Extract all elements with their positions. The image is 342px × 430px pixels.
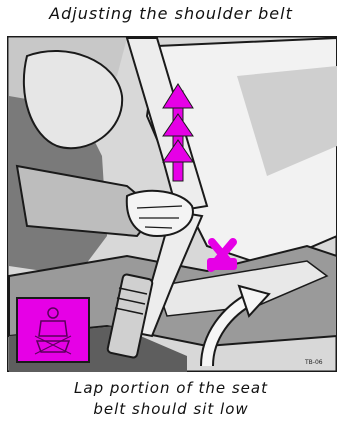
hand	[127, 191, 193, 236]
child-seat-warning-icon	[17, 298, 89, 362]
bottom-caption: Lap portion of the seat belt should sit …	[0, 378, 342, 420]
top-caption: Adjusting the shoulder belt	[0, 4, 342, 23]
bottom-caption-line-2: belt should sit low	[0, 399, 342, 420]
seat-belt-illustration: TB-06	[7, 36, 337, 372]
figure-code: TB-06	[304, 359, 323, 366]
bottom-caption-line-1: Lap portion of the seat	[0, 378, 342, 399]
